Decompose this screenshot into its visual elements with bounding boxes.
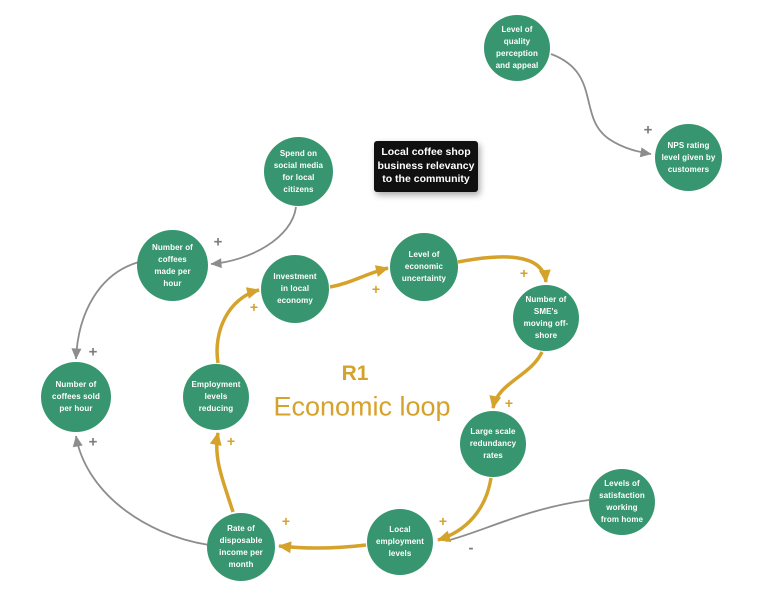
edge-coffees-made-to-coffees-sold[interactable] (71, 261, 140, 360)
node-label: NPS rating level given by customers (661, 140, 716, 174)
edge-uncertainty-to-smes[interactable] (457, 255, 551, 283)
node-label: Employment levels reducing (191, 380, 241, 413)
node-label: Large scale redundancy rates (469, 427, 517, 460)
polarity-sign: + (438, 513, 448, 529)
polarity-sign: + (643, 121, 653, 139)
node-coffees-sold[interactable]: Number of coffees sold per hour (41, 362, 111, 432)
diagram-title-text: Local coffee shop business relevancy to … (377, 145, 475, 186)
node-nps-rating[interactable]: NPS rating level given by customers (655, 124, 722, 191)
node-smes-moving-offshore[interactable]: Number of SME's moving off- shore (513, 285, 579, 351)
node-label: Investment in local economy (273, 272, 317, 305)
node-disposable-income[interactable]: Rate of disposable income per month (207, 513, 275, 581)
polarity-sign: + (371, 281, 381, 297)
node-label: Level of quality perception and appeal (495, 25, 539, 70)
node-label: Local employment levels (375, 525, 425, 558)
node-employment-reducing[interactable]: Employment levels reducing (183, 364, 249, 430)
loop-name-label: Economic loop (273, 391, 451, 422)
node-label: Spend on social media for local citizens (273, 148, 324, 194)
node-local-employment[interactable]: Local employment levels (367, 509, 433, 575)
loop-id-label: R1 (341, 362, 369, 385)
polarity-sign: + (88, 433, 98, 451)
polarity-sign: + (88, 343, 98, 361)
node-redundancy-rates[interactable]: Large scale redundancy rates (460, 411, 526, 477)
edge-satisfaction-to-local-employment[interactable] (445, 499, 590, 542)
node-label: Rate of disposable income per month (219, 524, 263, 569)
edge-employment-reducing-to-investment[interactable] (215, 287, 260, 364)
polarity-sign: + (281, 513, 291, 529)
node-coffees-made[interactable]: Number of coffees made per hour (137, 230, 208, 301)
edge-smes-to-redundancy[interactable] (489, 351, 544, 409)
node-economic-uncertainty[interactable]: Level of economic uncertainty (390, 233, 458, 301)
edge-local-employment-to-disposable[interactable] (278, 541, 367, 554)
polarity-sign: + (519, 265, 529, 281)
polarity-sign: + (226, 433, 236, 449)
edge-disposable-to-coffees-sold[interactable] (72, 435, 210, 546)
node-label: Level of economic uncertainty (401, 250, 447, 283)
edge-social-to-coffees-made[interactable] (210, 206, 297, 269)
node-label: Number of SME's moving off- shore (523, 295, 569, 340)
polarity-sign: + (213, 233, 223, 251)
polarity-sign: + (249, 299, 259, 315)
node-label: Number of coffees made per hour (152, 242, 193, 288)
node-satisfaction-wfh[interactable]: Levels of satisfaction working from home (589, 469, 655, 535)
polarity-sign: - (468, 539, 474, 557)
node-label: Number of coffees sold per hour (52, 380, 100, 413)
node-investment-local-economy[interactable]: Investment in local economy (261, 255, 329, 323)
edge-redundancy-to-local-employment[interactable] (437, 477, 493, 543)
diagram-title-box[interactable]: Local coffee shop business relevancy to … (374, 141, 478, 192)
edge-quality-to-nps[interactable] (550, 53, 652, 158)
edge-disposable-to-employment-reducing[interactable] (209, 432, 235, 513)
edge-investment-to-uncertainty[interactable] (329, 265, 389, 289)
node-social-media-spend[interactable]: Spend on social media for local citizens (264, 137, 333, 206)
node-quality-perception[interactable]: Level of quality perception and appeal (484, 15, 550, 81)
polarity-sign: + (504, 395, 514, 411)
node-label: Levels of satisfaction working from home (599, 479, 645, 524)
